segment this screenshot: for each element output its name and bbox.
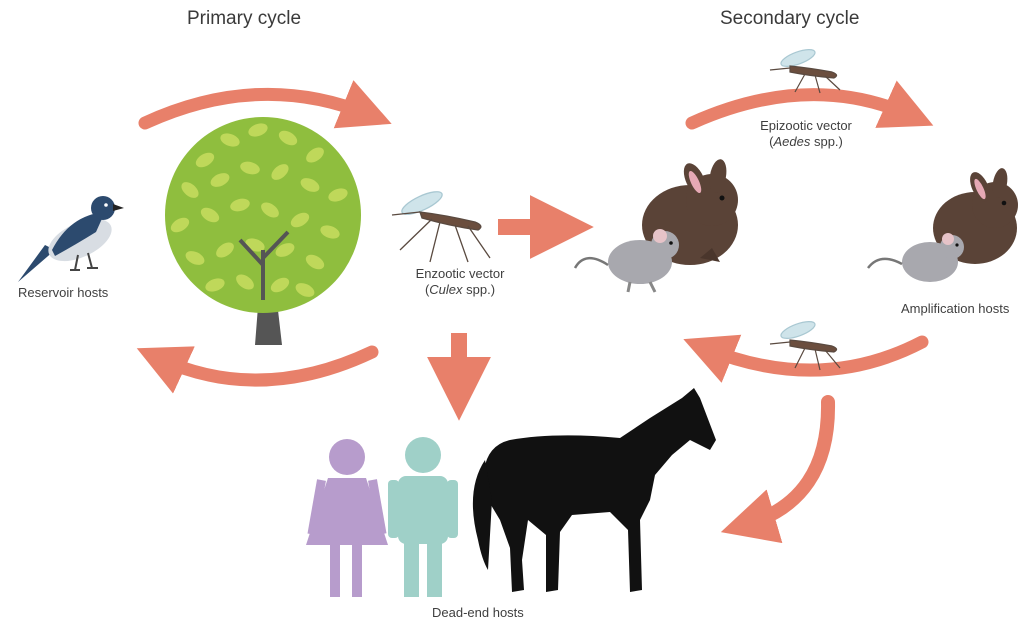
enzootic-mosquito-icon: [392, 187, 490, 262]
epizootic-vector-title: Epizootic vector: [760, 118, 852, 134]
enzootic-vector-label: Enzootic vector (Culex spp.): [416, 266, 505, 298]
mouse-icon: [868, 233, 964, 282]
man-icon: [388, 437, 458, 597]
primary-bottom-arrow: [158, 352, 372, 380]
epizootic-mosquito-icon: [770, 46, 840, 93]
woman-icon: [306, 439, 388, 597]
enzootic-vector-title: Enzootic vector: [416, 266, 505, 282]
amplification-hosts-label: Amplification hosts: [901, 301, 1009, 317]
epizootic-vector-species: (Aedes spp.): [760, 134, 852, 150]
primary-cycle-title: Primary cycle: [187, 8, 301, 30]
enzootic-vector-species: (Culex spp.): [416, 282, 505, 298]
aedes-genus: Aedes: [773, 134, 810, 149]
bird-icon: [18, 196, 124, 282]
reservoir-hosts-label: Reservoir hosts: [18, 285, 108, 301]
horse-icon: [473, 388, 716, 592]
epizootic-vector-label: Epizootic vector (Aedes spp.): [760, 118, 852, 150]
mouse-icon: [575, 229, 679, 292]
secondary-to-dead-end-arrow: [745, 402, 828, 525]
dead-end-hosts-label: Dead-end hosts: [432, 605, 524, 621]
tree-icon: [165, 117, 361, 345]
culex-genus: Culex: [429, 282, 462, 297]
culex-suffix: spp.): [463, 282, 496, 297]
aedes-suffix: spp.): [810, 134, 843, 149]
secondary-cycle-title: Secondary cycle: [720, 8, 859, 30]
